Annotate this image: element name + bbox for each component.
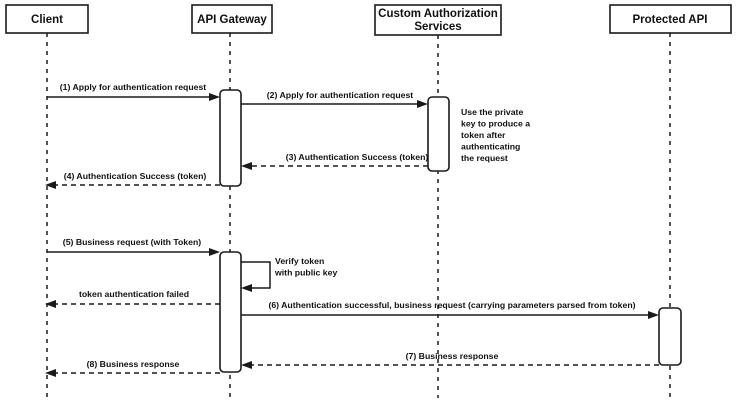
note-private-key-line-3: token after [461,130,506,140]
activation-bar-authsvc-auth[interactable] [427,96,450,172]
participant-label-gateway: API Gateway [197,14,267,26]
participant-box-authsvc[interactable] [374,4,502,36]
message-self-verify-token-line [241,261,271,289]
message-5[interactable]: (5) Business request (with Token) [47,237,220,256]
note-private-key-line-5: the request [461,153,508,163]
message-1-arrowhead [209,93,220,101]
activation-bar-gateway-auth[interactable] [219,89,242,187]
message-3-label: (3) Authentication Success (token) [286,152,429,162]
message-6[interactable]: (6) Authentication successful, business … [241,300,659,319]
message-3[interactable]: (3) Authentication Success (token) [241,152,428,170]
participant-client[interactable]: Client [5,4,89,34]
message-1-label: (1) Apply for authentication request [60,82,207,92]
message-self-verify-token[interactable]: Verify token with public key [241,256,337,292]
activation-bar-gateway-business[interactable] [219,251,242,373]
note-private-key-line-1: Use the private [461,107,523,117]
message-2-label: (2) Apply for authentication request [267,90,414,100]
message-4-label: (4) Authentication Success (token) [64,171,207,181]
message-2-arrowhead [417,100,428,108]
participant-label-authsvc-line2: Services [414,21,461,33]
activation-bars-group [219,89,682,373]
lifelines-group [46,33,671,398]
activation-bar-protapi-business[interactable] [658,307,682,366]
message-5-label: (5) Business request (with Token) [63,237,201,247]
message-2[interactable]: (2) Apply for authentication request [241,90,428,108]
message-6-label: (6) Authentication successful, business … [268,300,635,310]
participant-authsvc[interactable]: Custom Authorization Services [374,4,502,36]
note-private-key-line-2: key to produce a [461,119,530,129]
message-6-arrowhead [648,311,659,319]
note-private-key: Use the private key to produce a token a… [461,107,530,163]
participant-label-client: Client [31,14,63,26]
message-token-authentication-failed[interactable]: token authentication failed [45,289,220,308]
message-8-label: (8) Business response [87,359,180,369]
message-3-arrowhead [241,162,252,170]
message-self-verify-token-label-line-1: Verify token [275,256,324,266]
message-7-arrowhead [241,361,252,369]
message-8[interactable]: (8) Business response [45,359,220,377]
message-4[interactable]: (4) Authentication Success (token) [45,171,220,189]
message-1[interactable]: (1) Apply for authentication request [47,82,220,101]
message-8-arrowhead [45,369,56,377]
note-private-key-line-4: authenticating [461,142,520,152]
message-7[interactable]: (7) Business response [241,351,659,369]
message-7-label: (7) Business response [406,351,499,361]
participant-gateway[interactable]: API Gateway [191,4,273,34]
participant-protapi[interactable]: Protected API [609,4,732,34]
participant-box-gateway[interactable] [191,4,273,34]
participant-headers-group: Client API Gateway Custom Authorization … [5,4,732,36]
message-5-arrowhead [209,248,220,256]
message-self-verify-token-arrowhead [241,284,252,292]
message-self-verify-token-label-line-2: with public key [274,268,337,278]
message-token-authentication-failed-label: token authentication failed [79,289,189,299]
participant-box-client[interactable] [5,4,89,34]
participant-box-protapi[interactable] [609,4,732,34]
message-4-arrowhead [45,181,56,189]
participant-label-authsvc-line1: Custom Authorization [378,8,498,20]
message-token-authentication-failed-arrowhead [45,300,56,308]
participant-label-protapi: Protected API [633,14,708,26]
